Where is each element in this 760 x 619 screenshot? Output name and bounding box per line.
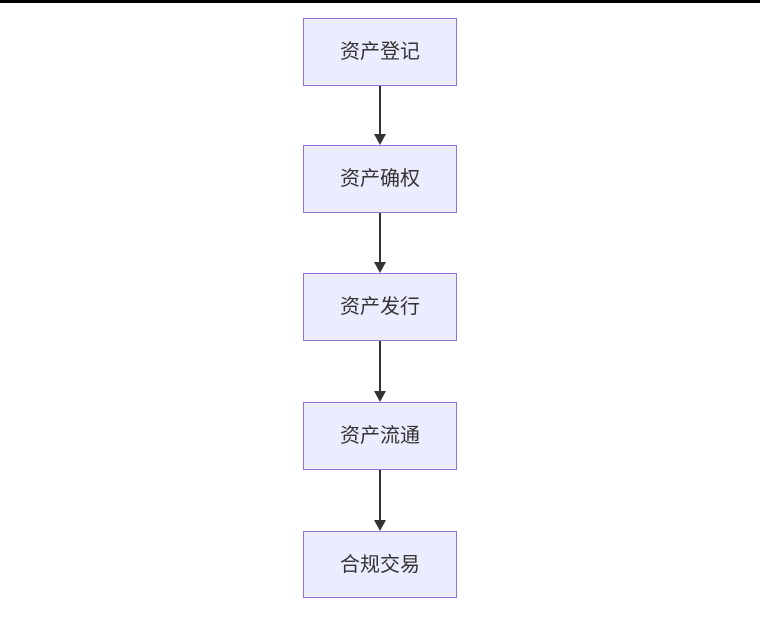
flow-node-compliant-trading: 合规交易 — [303, 531, 457, 598]
arrowhead-down-icon — [374, 262, 386, 273]
flow-node-label: 资产流通 — [340, 425, 420, 447]
flow-arrow-1 — [374, 86, 386, 145]
flow-node-asset-circulation: 资产流通 — [303, 402, 457, 470]
arrow-line — [379, 213, 381, 267]
flow-node-label: 资产确权 — [340, 168, 420, 190]
arrowhead-down-icon — [374, 391, 386, 402]
flow-node-asset-registration: 资产登记 — [303, 18, 457, 86]
arrow-line — [379, 470, 381, 525]
flow-arrow-3 — [374, 341, 386, 402]
flow-arrow-4 — [374, 470, 386, 531]
window-top-edge — [0, 0, 760, 3]
arrow-line — [379, 341, 381, 396]
flow-node-label: 资产发行 — [340, 296, 420, 318]
flow-node-asset-confirmation: 资产确权 — [303, 145, 457, 213]
flow-arrow-2 — [374, 213, 386, 273]
arrowhead-down-icon — [374, 520, 386, 531]
flow-node-asset-issuance: 资产发行 — [303, 273, 457, 341]
arrowhead-down-icon — [374, 134, 386, 145]
flow-node-label: 合规交易 — [340, 553, 420, 576]
flow-node-label: 资产登记 — [340, 41, 420, 63]
arrow-line — [379, 86, 381, 139]
